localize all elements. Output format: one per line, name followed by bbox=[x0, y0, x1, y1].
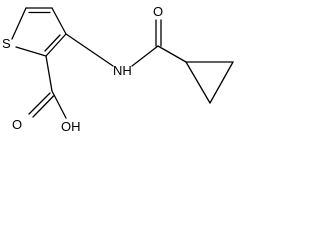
bond-s-c5 bbox=[11, 7, 27, 40]
bond-cp-2 bbox=[209, 61, 234, 104]
chemical-structure: S O NH O OH bbox=[2, 4, 234, 134]
bond-c2-ccooh bbox=[45, 55, 53, 92]
bond-c2-s bbox=[15, 46, 47, 57]
carbonyl-oxygen-label: O bbox=[153, 4, 163, 19]
amide-nitrogen-label: NH bbox=[113, 63, 132, 78]
bond-cp-3 bbox=[185, 61, 211, 104]
thiophene-ring bbox=[11, 7, 67, 57]
bond-n-ccarbonyl bbox=[131, 45, 159, 67]
bond-c-o-double-1 bbox=[28, 92, 51, 115]
acid-hydroxyl-label: OH bbox=[61, 119, 81, 134]
acid-carbonyl-oxygen-label: O bbox=[12, 117, 22, 132]
bond-carbonyl-cyclopropyl bbox=[157, 45, 187, 63]
sulfur-atom-label: S bbox=[2, 36, 11, 51]
bond-c3-c2-double bbox=[44, 34, 61, 52]
cyclopropane-ring bbox=[185, 61, 234, 104]
bond-c-oh bbox=[51, 90, 67, 119]
bond-c4-c3 bbox=[51, 7, 67, 35]
bond-c3-c2 bbox=[45, 33, 67, 57]
carboxylic-acid-group bbox=[28, 55, 67, 119]
amide-linkage bbox=[65, 19, 187, 67]
bond-c-o-double-2 bbox=[32, 95, 55, 118]
bond-c3-n bbox=[65, 33, 114, 67]
